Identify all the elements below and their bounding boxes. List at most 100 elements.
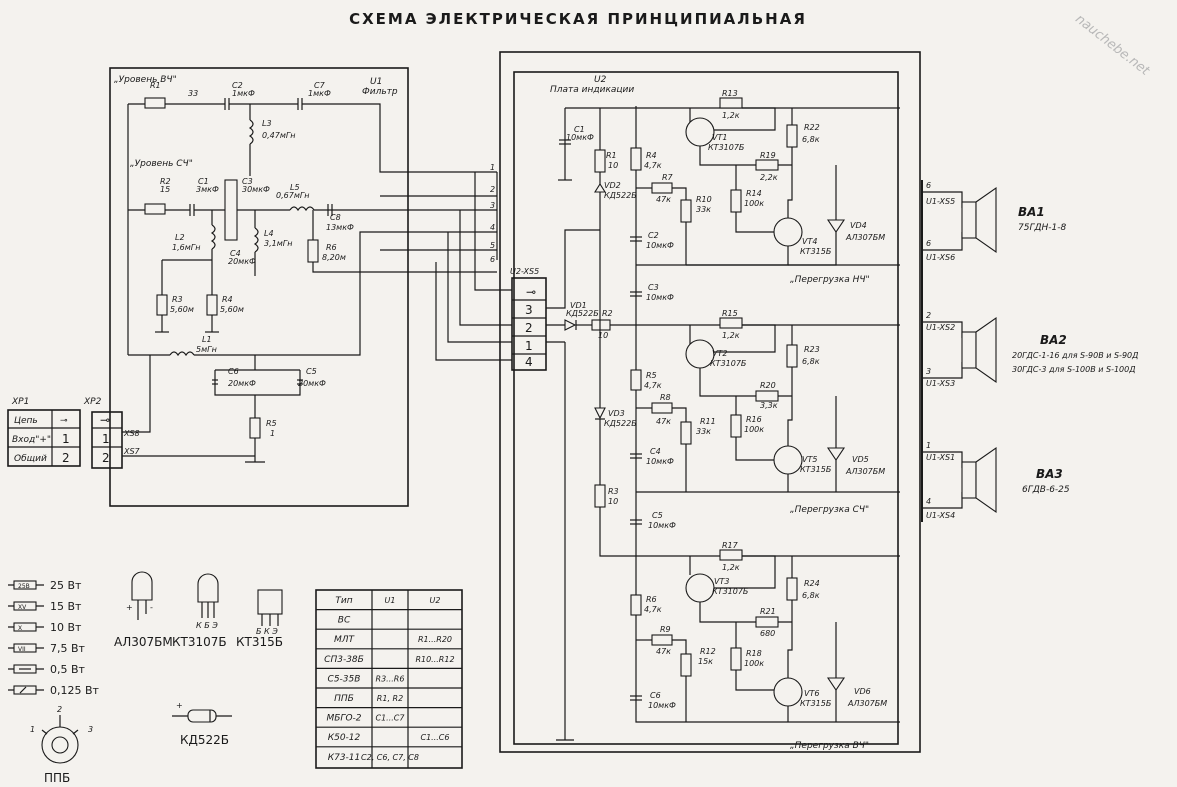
svg-text:КД522Б: КД522Б	[604, 419, 637, 428]
svg-text:15к: 15к	[698, 657, 713, 666]
svg-text:1: 1	[525, 339, 533, 353]
svg-text:⊸: ⊸	[526, 285, 536, 299]
speaker-block: 6 U1-XS5 6 U1-XS6 BA1 75ГДН-1-8 2 U1-XS2…	[921, 180, 1138, 522]
svg-text:+: +	[126, 603, 133, 612]
svg-text:КД522Б: КД522Б	[566, 309, 599, 318]
u2-r19	[755, 159, 779, 171]
ba1-model: 75ГДН-1-8	[1018, 223, 1066, 233]
svg-text:C3: C3	[242, 177, 253, 186]
svg-text:ППБ: ППБ	[44, 771, 70, 785]
svg-text:6,8к: 6,8к	[802, 357, 820, 366]
svg-text:C4: C4	[230, 249, 241, 258]
transistor-kt3107b: К Б Э КТ3107Б	[172, 573, 227, 649]
svg-text:1,2к: 1,2к	[722, 111, 740, 120]
svg-text:R11: R11	[700, 417, 716, 426]
svg-text:680: 680	[760, 629, 775, 638]
svg-text:L4: L4	[264, 229, 274, 238]
table-cell: ВС	[338, 616, 351, 626]
svg-text:3: 3	[525, 303, 533, 317]
svg-text:КТ3107Б: КТ3107Б	[710, 359, 747, 368]
u2-r7	[651, 182, 673, 194]
svg-text:VT5: VT5	[802, 455, 817, 464]
svg-text:6: 6	[926, 181, 931, 190]
table-cell: R10...R12	[415, 655, 454, 664]
svg-text:47к: 47к	[656, 195, 671, 204]
svg-text:13мкФ: 13мкФ	[326, 223, 354, 232]
speaker-ba2: 2 U1-XS2 3 U1-XS3 BA2 20ГДС-1-16 для S-9…	[922, 311, 1138, 388]
svg-text:R23: R23	[804, 345, 820, 354]
svg-text:К Б Э: К Б Э	[196, 621, 218, 630]
legend-power-mark: 25B	[18, 583, 30, 590]
table-header-cell: U2	[430, 596, 441, 605]
speaker-ba3: 1 U1-XS1 4 U1-XS4 BA3 6ГДВ-6-25	[922, 441, 1070, 520]
svg-text:R3: R3	[608, 487, 619, 496]
u2-outer-boundary	[499, 51, 921, 753]
svg-text:Б К Э: Б К Э	[256, 627, 278, 636]
svg-text:R6: R6	[326, 243, 337, 252]
svg-text:R4: R4	[646, 151, 657, 160]
table-cell: К50-12	[328, 733, 361, 743]
svg-text:4,7к: 4,7к	[644, 161, 662, 170]
svg-text:20мкФ: 20мкФ	[228, 257, 256, 266]
device-pinouts: +- АЛ307БМ К Б Э КТ3107Б Б К Э КТ315Б + …	[30, 571, 283, 785]
svg-text:XS7: XS7	[123, 447, 141, 456]
svg-text:VT6: VT6	[804, 689, 819, 698]
ba2-model-alt: 30ГДС-3 для S-100B и S-100Д	[1012, 365, 1135, 374]
svg-text:АЛ307БМ: АЛ307БМ	[845, 233, 885, 242]
u1-r3	[156, 294, 168, 316]
ba2-ref: BA2	[1040, 333, 1067, 347]
svg-text:R9: R9	[660, 625, 671, 634]
svg-text:R4: R4	[222, 295, 233, 304]
svg-text:1мкФ: 1мкФ	[308, 89, 331, 98]
svg-text:R13: R13	[722, 89, 738, 98]
svg-text:3,1мГн: 3,1мГн	[264, 239, 292, 248]
svg-text:C4: C4	[650, 447, 661, 456]
level-hf-label: „Уровень ВЧ"	[114, 75, 177, 85]
u2-r18	[730, 647, 742, 671]
u2-vt4	[773, 217, 803, 247]
svg-text:3мкФ: 3мкФ	[196, 185, 219, 194]
svg-text:АЛ307БМ: АЛ307БМ	[845, 467, 885, 476]
svg-text:R16: R16	[746, 415, 762, 424]
u2-vt1	[685, 117, 715, 147]
svg-text:АЛ307БМ: АЛ307БМ	[114, 635, 173, 649]
svg-text:R15: R15	[722, 309, 738, 318]
speaker-ba1: 6 U1-XS5 6 U1-XS6 BA1 75ГДН-1-8	[922, 181, 1066, 262]
svg-text:C6: C6	[228, 367, 239, 376]
table-cell: ППБ	[334, 694, 354, 704]
svg-text:2,2к: 2,2к	[760, 173, 778, 182]
svg-text:VT2: VT2	[712, 349, 727, 358]
svg-text:R6: R6	[646, 595, 657, 604]
u2-r5	[630, 369, 642, 391]
svg-text:R2: R2	[602, 309, 613, 318]
svg-text:R18: R18	[746, 649, 762, 658]
u2-r20	[755, 390, 779, 402]
svg-text:1,6мГн: 1,6мГн	[172, 243, 200, 252]
svg-text:3: 3	[490, 201, 495, 210]
diagram-title: СХЕМА ЭЛЕКТРИЧЕСКАЯ ПРИНЦИПИАЛЬНАЯ	[349, 10, 807, 28]
svg-text:10мкФ: 10мкФ	[646, 457, 674, 466]
svg-text:100к: 100к	[744, 199, 764, 208]
svg-text:C7: C7	[314, 81, 326, 90]
legend-resistor-symbol	[13, 643, 37, 653]
svg-text:U1-XS2: U1-XS2	[926, 323, 955, 332]
svg-text:C5: C5	[306, 367, 317, 376]
u1-c3	[224, 179, 238, 241]
table-cell: С1...С7	[376, 714, 406, 723]
svg-text:R12: R12	[700, 647, 716, 656]
u1-r1	[144, 97, 166, 109]
svg-text:КД522Б: КД522Б	[604, 191, 637, 200]
svg-text:VD2: VD2	[604, 181, 621, 190]
svg-text:C6: C6	[650, 691, 661, 700]
svg-text:4: 4	[926, 497, 931, 506]
svg-text:30мкФ: 30мкФ	[242, 185, 270, 194]
u2-r4	[630, 147, 642, 171]
u2-indicator-block: U2 Плата индикации U2-XS5 ⊸ 3 2 1 4 C1 1…	[499, 51, 921, 753]
svg-text:R14: R14	[746, 189, 762, 198]
watermark: nauchebe.net	[1072, 12, 1153, 80]
svg-text:R17: R17	[722, 541, 739, 550]
svg-text:КД522Б: КД522Б	[180, 733, 229, 747]
svg-text:C1: C1	[198, 177, 209, 186]
svg-text:XP2: XP2	[83, 397, 102, 407]
